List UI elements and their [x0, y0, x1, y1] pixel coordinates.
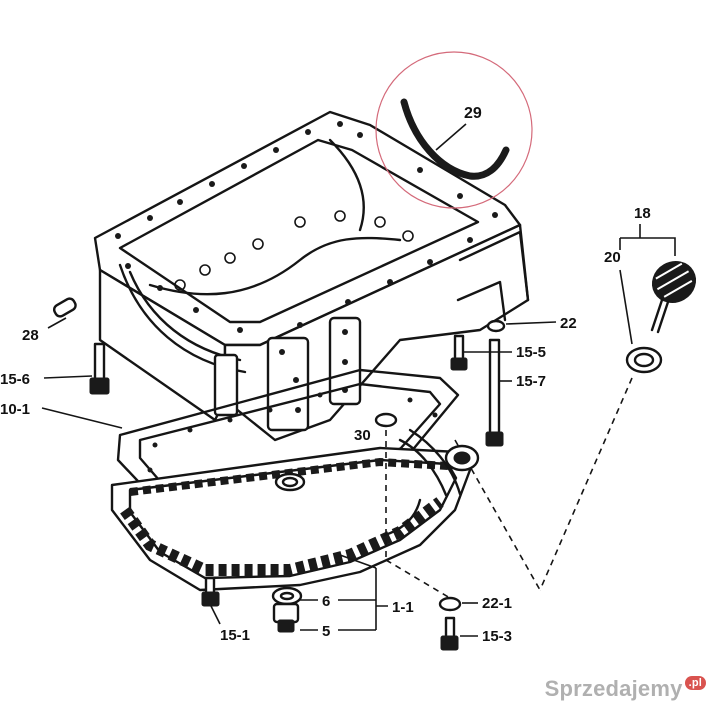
dipstick-cap — [651, 260, 697, 304]
highlight-circle — [375, 51, 533, 209]
callout-22-1: 22-1 — [482, 595, 512, 612]
crankcase-block — [93, 110, 530, 442]
long-bolt-15-7: 22 15-5 15-7 — [450, 315, 577, 447]
callout-15-3: 15-3 — [482, 628, 512, 645]
watermark-logo: Sprzedajemy.pl — [545, 676, 706, 702]
inner-gallery-holes — [174, 210, 414, 291]
callout-15-5: 15-5 — [516, 344, 546, 361]
left-fasteners: 28 15-6 — [0, 297, 110, 395]
washer-22 — [486, 319, 506, 333]
drain-plug-group: 6 5 1-1 — [271, 554, 414, 640]
callout-15-1: 15-1 — [220, 627, 250, 644]
callout-15-6: 15-6 — [0, 371, 30, 388]
callout-20: 20 — [604, 249, 621, 266]
thrust-washer-detail: 29 — [375, 51, 533, 209]
washer-22-1 — [438, 596, 462, 612]
bolt-15-1: 15-1 — [201, 576, 250, 644]
drain-plug-5 — [272, 602, 300, 624]
washer-6 — [271, 586, 303, 606]
oil-pan-1-1: 30 — [110, 412, 480, 592]
callout-1-1: 1-1 — [392, 599, 414, 616]
callout-28: 28 — [22, 327, 39, 344]
callout-22: 22 — [560, 315, 577, 332]
callout-15-7: 15-7 — [516, 373, 546, 390]
dowel-pin-28 — [52, 297, 77, 318]
thrust-washer-29 — [400, 98, 510, 180]
callout-30: 30 — [354, 427, 371, 444]
dipstick-seal-20 — [625, 346, 663, 374]
callout-29: 29 — [464, 105, 482, 122]
callout-5: 5 — [322, 623, 330, 640]
callout-10-1: 10-1 — [0, 401, 30, 418]
callout-18: 18 — [634, 205, 651, 222]
bolt-15-3-group: 22-1 15-3 — [385, 559, 512, 651]
dipstick-assembly: 18 20 — [454, 205, 697, 591]
callout-6: 6 — [322, 593, 330, 610]
flange-bolt-holes — [115, 121, 498, 413]
